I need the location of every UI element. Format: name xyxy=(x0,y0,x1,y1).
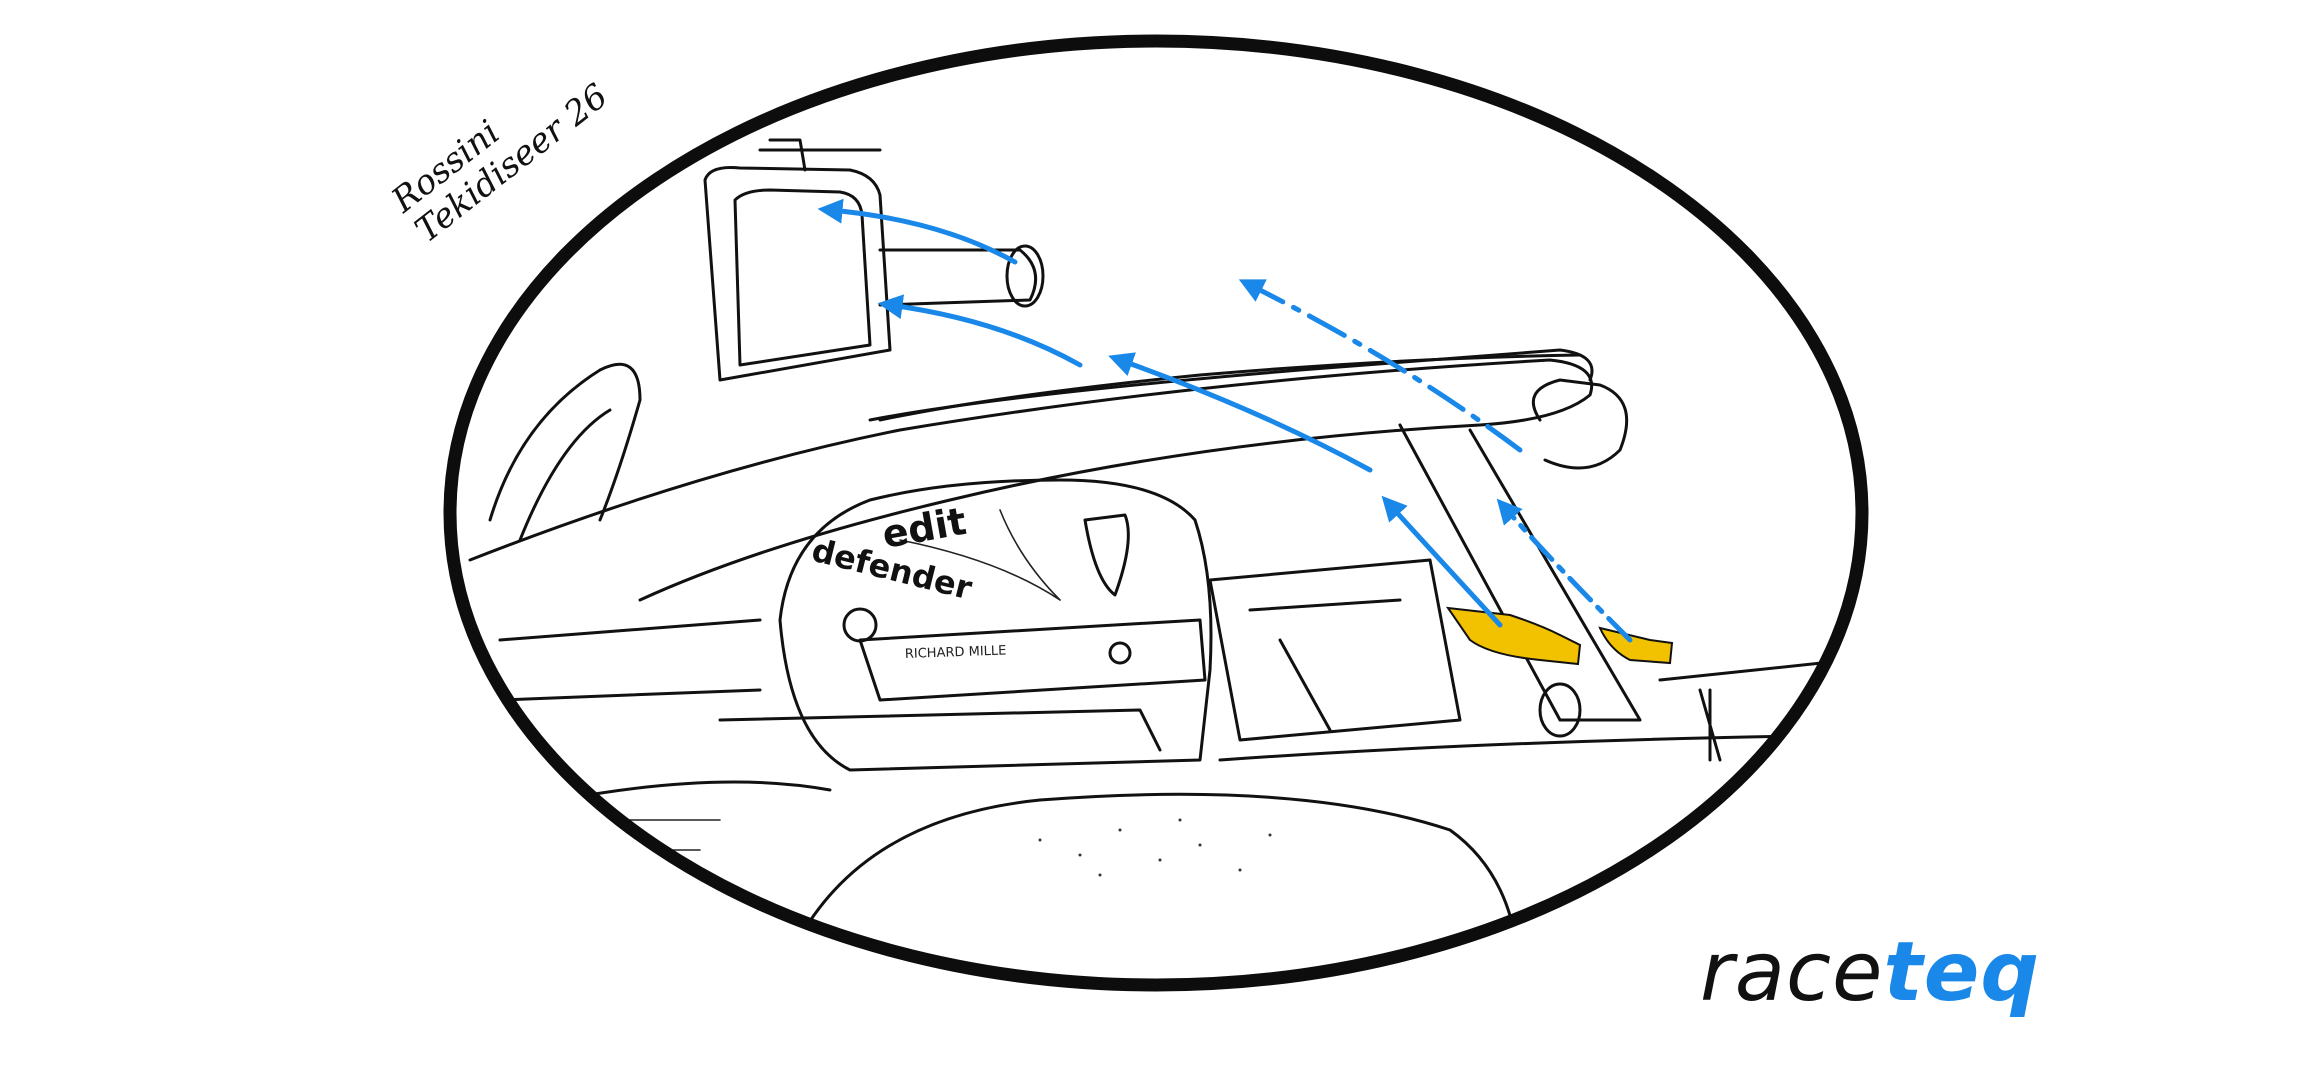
visor-button xyxy=(1108,641,1132,665)
helmet-sponsor-top: edit xyxy=(879,499,970,557)
visor-strip-text: RICHARD MILLE xyxy=(905,643,1007,662)
camera-pod-end xyxy=(1005,244,1045,308)
helmet-badge xyxy=(1083,513,1130,597)
right-mirror xyxy=(1531,378,1629,470)
oval-frame xyxy=(443,34,1869,992)
bodywork-line xyxy=(1218,733,1856,762)
dashboard-lines xyxy=(1248,598,1402,732)
camera-pod xyxy=(878,248,1038,307)
flow-arrow xyxy=(817,198,1018,265)
flow-arrow xyxy=(877,294,1083,368)
roll-hoop-top xyxy=(758,138,882,172)
raceteq-logo: raceteq xyxy=(1700,925,2040,1020)
halo-center-strut xyxy=(1398,423,1642,722)
strut-mount xyxy=(1538,682,1582,738)
airbox-pillar xyxy=(703,166,892,382)
sidepod-detail xyxy=(479,819,721,851)
airbox-inner xyxy=(733,188,872,367)
sidepod-line xyxy=(558,780,832,802)
halo-ring-top xyxy=(868,348,1594,422)
halo-ring xyxy=(468,358,1593,602)
logo-part-race: race xyxy=(1700,925,1884,1020)
front-tyre xyxy=(778,792,1522,979)
cockpit-surround-lines xyxy=(498,618,1162,752)
logo-part-teq: teq xyxy=(1883,925,2041,1020)
airflow-arrows xyxy=(817,198,1633,643)
visor-pivot xyxy=(842,607,878,643)
dashboard-panel xyxy=(1208,558,1462,742)
yellow-deflector-left xyxy=(1445,606,1582,666)
flow-arrow xyxy=(1108,352,1373,473)
helmet-panel-lines xyxy=(899,509,1061,601)
flow-arrow xyxy=(1381,495,1503,628)
yellow-deflector-right xyxy=(1598,626,1674,665)
helmet xyxy=(778,478,1213,772)
tyre-texture xyxy=(1038,818,1272,877)
flow-arrow-dashed xyxy=(1238,279,1523,453)
helmet-visor xyxy=(858,618,1207,702)
left-mirror xyxy=(488,362,642,522)
left-mirror-inner xyxy=(518,408,612,542)
flow-arrow-dashed xyxy=(1496,498,1633,643)
